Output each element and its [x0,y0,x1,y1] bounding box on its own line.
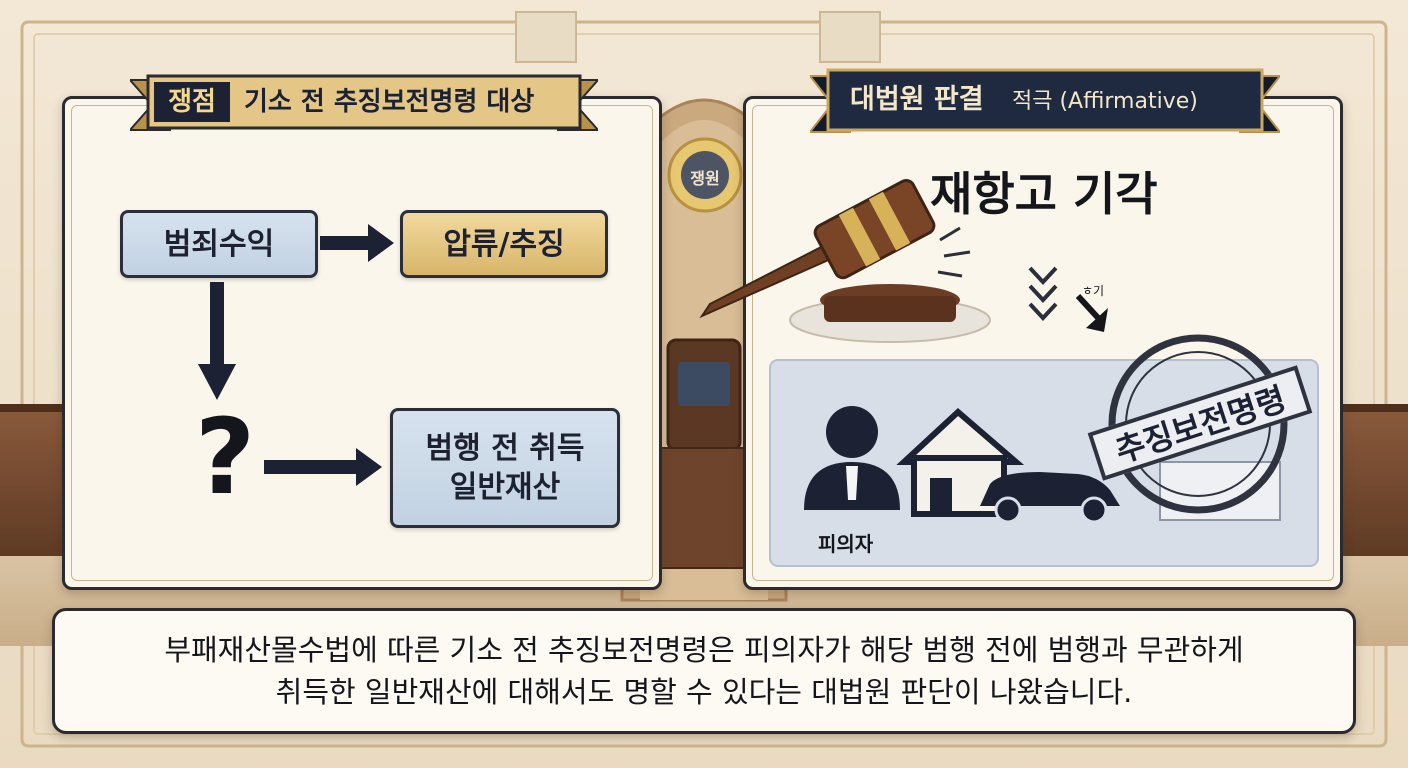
verdict-text: 재항고 기각 [930,167,1158,221]
suspect-label: 피의자 [818,532,874,556]
arrow-right-icon [264,448,382,486]
pre-crime-general-property-box: 범행 전 취득 일반재산 [390,408,620,528]
caption-line-1: 부패재산몰수법에 따른 기소 전 추징보전명령은 피의자가 해당 범행 전에 범… [164,632,1244,667]
small-mark: ㅎ기 [1082,284,1105,298]
issue-title: 기소 전 추징보전명령 대상 [244,87,535,117]
arrow-right-icon [320,224,394,262]
ruling-title: 대법원 판결 [850,84,984,115]
question-mark: ? [194,396,256,518]
seizure-confiscation-box: 압류/추징 [400,210,608,278]
summary-caption: 부패재산몰수법에 따른 기소 전 추징보전명령은 피의자가 해당 범행 전에 범… [52,608,1356,734]
ruling-ribbon: 대법원 판결 적극 (Affirmative) [810,66,1280,142]
caption-line-2: 취득한 일반재산에 대해서도 명할 수 있다는 대법원 판단이 나왔습니다. [275,675,1133,709]
court-emblem-icon [667,137,743,213]
suspect-person-icon [804,406,900,510]
ruling-subtitle: 적극 (Affirmative) [1012,89,1198,114]
gavel-icon [699,179,991,343]
car-icon [980,472,1120,524]
arrow-down-right-icon [1075,293,1108,332]
chevron-down-icon [1028,266,1058,321]
issue-label: 쟁점 [168,87,216,117]
court-emblem-label: 쟁원 [690,169,720,188]
arrow-down-icon [198,282,236,400]
general-property-text: 범행 전 취득 일반재산 [425,431,585,505]
issue-ribbon: 쟁점 기소 전 추징보전명령 대상 [130,72,598,138]
criminal-proceeds-box: 범죄수익 [120,210,318,278]
